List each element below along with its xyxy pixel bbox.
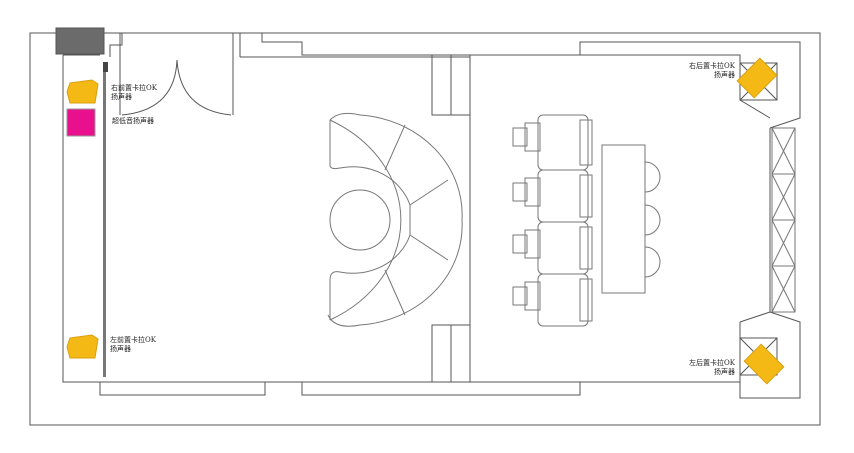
front-left-speaker (66, 334, 99, 359)
front-right-speaker (66, 79, 99, 104)
column (55, 27, 105, 55)
rear-right-speaker (736, 57, 778, 99)
round-table (329, 189, 391, 251)
left-room-wall (62, 54, 100, 383)
divider (100, 55, 740, 383)
curtain-track (103, 62, 106, 377)
subwoofer (66, 108, 96, 137)
curtain-end (103, 62, 108, 72)
bar-stools (644, 161, 661, 278)
recliner (512, 221, 593, 275)
window-panels (771, 127, 796, 313)
bar-table (601, 144, 646, 294)
recliner (512, 273, 593, 327)
rear-left-speaker (743, 343, 785, 385)
recliner-seats (512, 114, 593, 327)
main-room-wall (99, 33, 801, 399)
recliner (512, 169, 593, 223)
subwoofer-label: 超低音扬声器 (112, 117, 154, 125)
door (119, 33, 234, 116)
outer-wall (29, 32, 821, 426)
curved-sofa (327, 112, 463, 327)
recliner (512, 114, 593, 171)
